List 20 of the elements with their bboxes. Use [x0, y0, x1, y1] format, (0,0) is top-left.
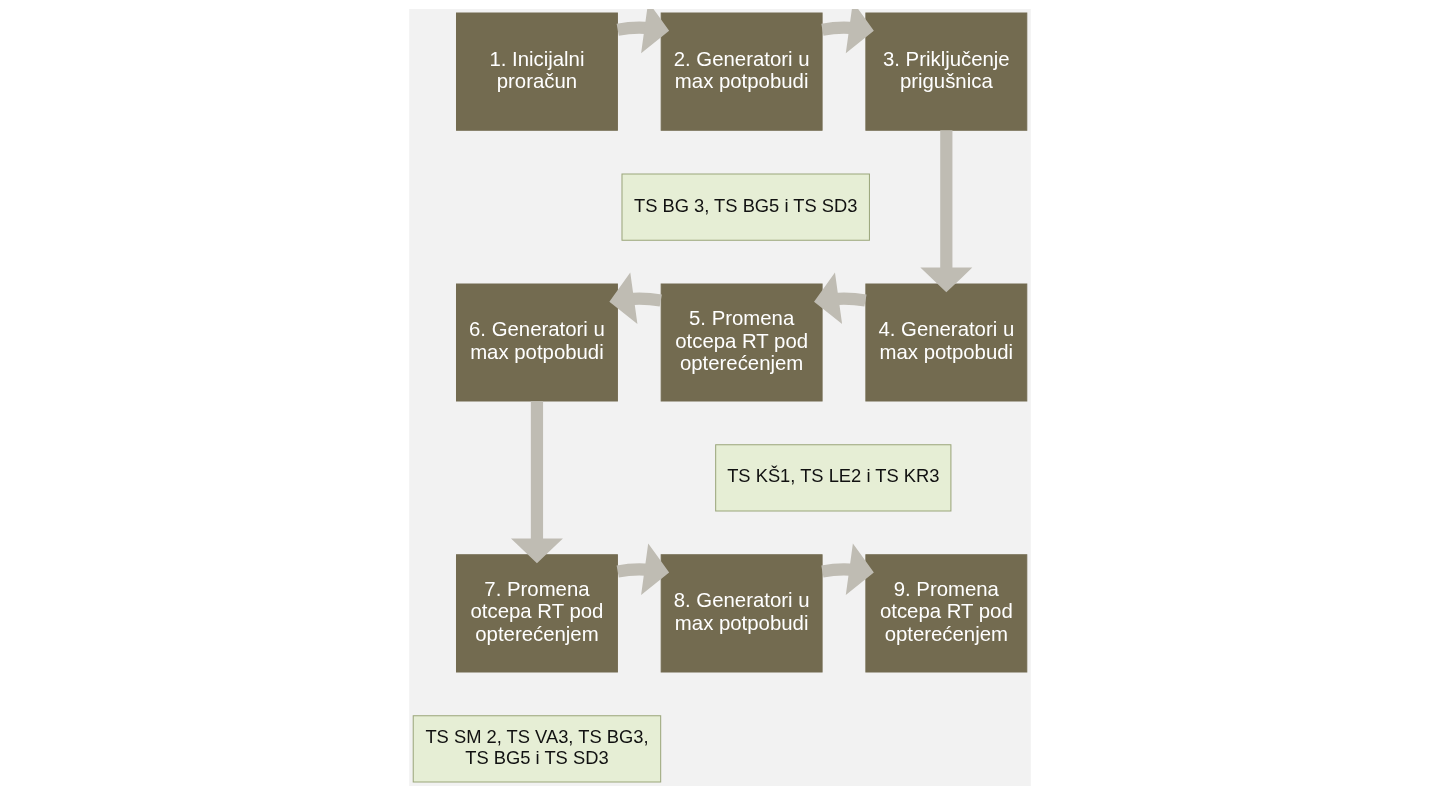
- arrow: [510, 400, 563, 563]
- node-box: 9. Promena otcepa RT pod opterećenjem: [864, 553, 1027, 672]
- arrow: [608, 272, 662, 324]
- node-box: 7. Promena otcepa RT pod opterećenjem: [455, 553, 618, 672]
- node-box: TS KŠ1, TS LE2 i TS KR3: [714, 443, 951, 512]
- arrow: [616, 8, 669, 53]
- node-box: 6. Generatori u max potpobudi: [455, 282, 618, 402]
- node-box: 8. Generatori u max potpobudi: [660, 553, 823, 672]
- node-box: 1. Inicijalni proračun: [455, 12, 618, 131]
- node-box: 2. Generatori u max potpobudi: [660, 12, 823, 131]
- arrow: [919, 129, 972, 292]
- node-box: 3. Priključenje prigušnica: [864, 12, 1027, 131]
- arrow: [820, 542, 874, 595]
- arrow: [616, 542, 669, 595]
- arrow: [813, 272, 866, 324]
- node-box: TS SM 2, TS VA3, TS BG3, TS BG5 i TS SD3: [412, 714, 661, 782]
- arrow: [820, 8, 874, 53]
- node-box: 4. Generatori u max potpobudi: [864, 282, 1027, 402]
- node-box: TS BG 3, TS BG5 i TS SD3: [620, 172, 870, 241]
- node-box: 5. Promena otcepa RT pod opterećenjem: [660, 282, 823, 402]
